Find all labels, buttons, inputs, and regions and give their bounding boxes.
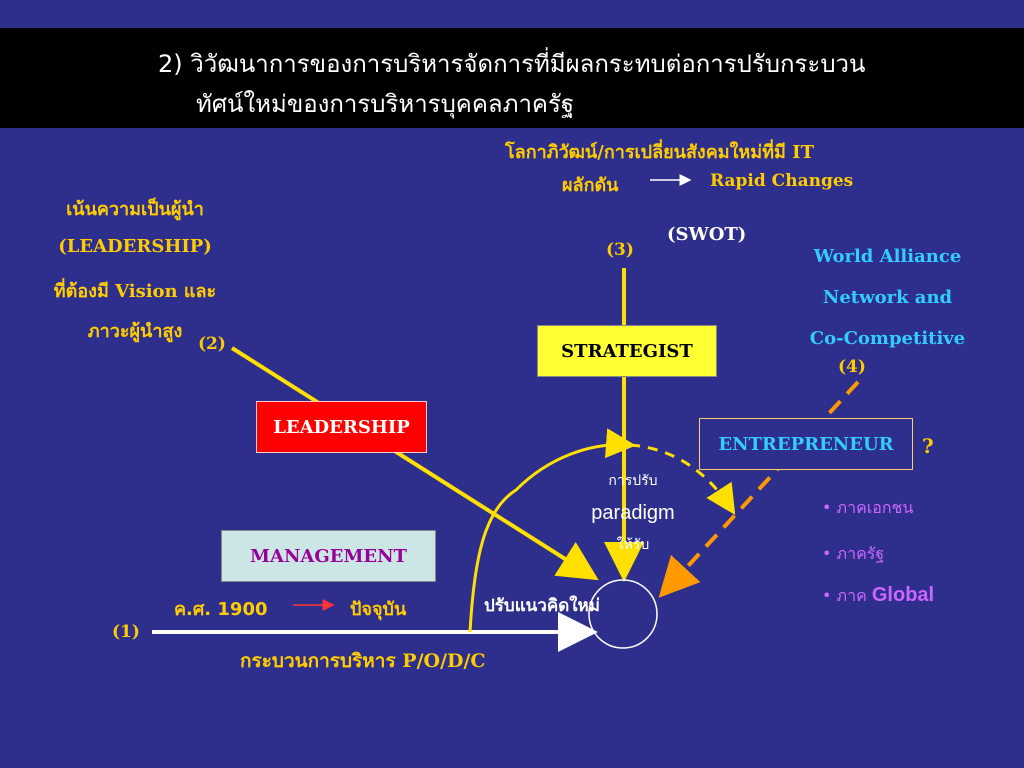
alliance-note-1: World Alliance	[813, 246, 962, 267]
paradigm-line-2: paradigm	[591, 502, 675, 524]
timeline-from: ค.ศ. 1900	[174, 599, 268, 620]
alliance-note-2: Network and	[822, 287, 953, 308]
bullet: •	[822, 544, 832, 563]
marker-4: (4)	[838, 357, 866, 377]
title-bar	[0, 28, 1024, 128]
marker-1: (1)	[112, 622, 140, 642]
bullet: •	[822, 498, 832, 517]
sector-public: • ภาครัฐ	[822, 542, 884, 567]
process-label: กระบวนการบริหาร P/O/D/C	[240, 650, 486, 672]
strategist-box: STRATEGIST	[537, 325, 717, 377]
new-thinking-label: ปรับแนวคิดใหม่	[484, 596, 600, 616]
management-box: MANAGEMENT	[221, 530, 436, 582]
entrepreneur-box: ENTREPRENEUR	[699, 418, 913, 470]
leadership-note-3: ที่ต้องมี Vision และ	[53, 281, 217, 302]
leadership-note-1: เน้นความเป็นผู้นำ	[66, 199, 204, 220]
globalization-note: โลกาภิวัฒน์/การเปลี่ยนสังคมใหม่ที่มี IT	[505, 142, 814, 163]
leadership-note-2: (LEADERSHIP)	[58, 236, 212, 257]
push-label: ผลักดัน	[562, 175, 619, 196]
question-mark: ?	[922, 434, 934, 458]
sector-private: • ภาคเอกชน	[822, 496, 913, 521]
title-line-2: ทัศน์ใหม่ของการบริหารบุคคลภาครัฐ	[196, 90, 575, 118]
rapid-changes-label: Rapid Changes	[710, 171, 854, 191]
sector-private-label: ภาคเอกชน	[836, 498, 914, 517]
leadership-arrow	[230, 346, 599, 581]
leadership-box: LEADERSHIP	[256, 401, 427, 453]
target-circle	[588, 579, 658, 649]
timeline-to: ปัจจุบัน	[350, 599, 407, 620]
paradigm-arc	[468, 428, 636, 633]
sector-public-label: ภาครัฐ	[836, 544, 885, 563]
swot-label: (SWOT)	[667, 224, 747, 245]
sector-global-label: Global	[871, 584, 935, 606]
paradigm-line-1: การปรับ	[608, 473, 658, 489]
title-line-1: 2) วิวัฒนาการของการบริหารจัดการที่มีผลกร…	[158, 50, 866, 78]
alliance-note-3: Co-Competitive	[809, 328, 966, 349]
entrepreneur-arrow	[658, 380, 860, 598]
leadership-note-4: ภาวะผู้นำสูง	[87, 321, 183, 342]
paradigm-line-3: ให้รับ	[616, 537, 650, 553]
paradigm-arc-dashed	[629, 443, 736, 516]
sector-global: • ภาค Global	[822, 584, 934, 609]
sector-global-prefix: ภาค	[836, 586, 867, 605]
marker-3: (3)	[606, 240, 634, 260]
marker-2: (2)	[198, 334, 226, 354]
bullet: •	[822, 586, 832, 605]
